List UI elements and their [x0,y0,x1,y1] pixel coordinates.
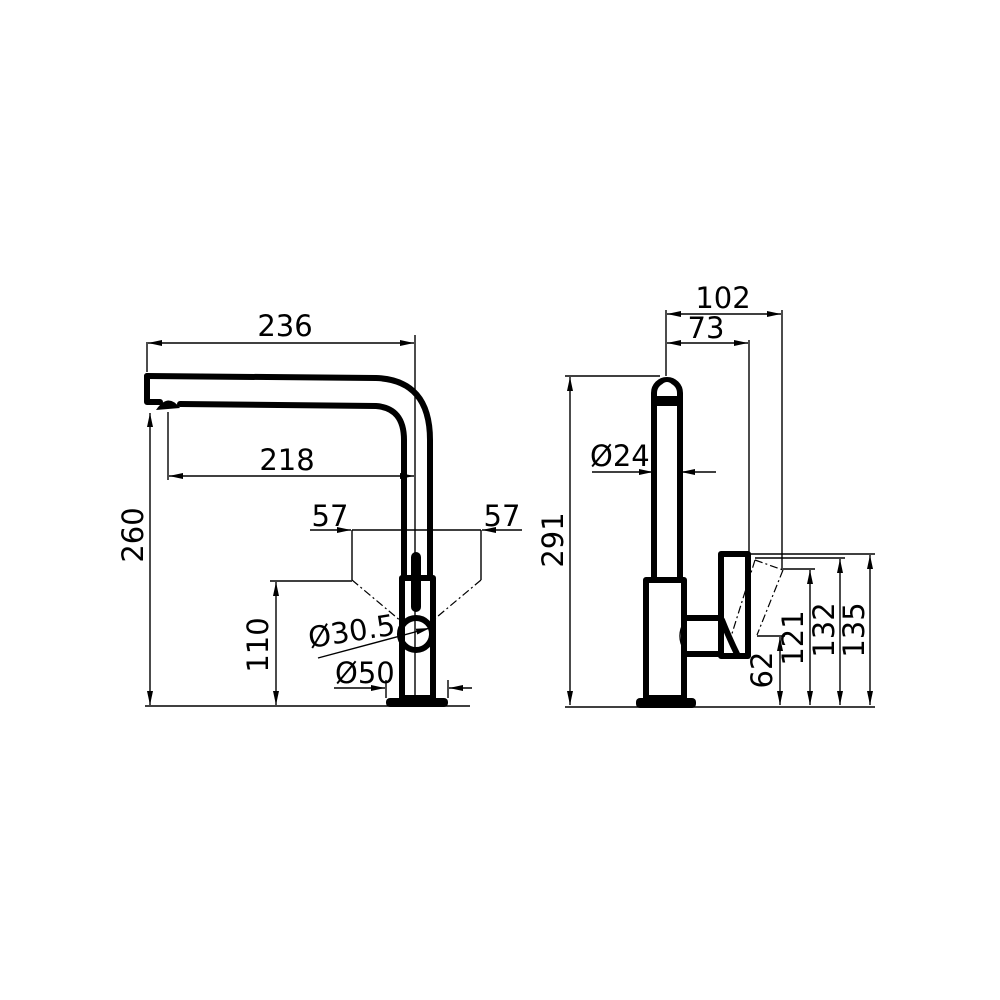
dim-121: 121 [776,610,810,665]
dim-132: 132 [807,602,841,657]
lever [411,552,421,612]
dim-57-left: 57 [312,499,349,533]
dim-110: 110 [241,617,275,672]
spout-tip [144,373,163,405]
side-base [636,698,696,708]
lever-swing-left [351,579,403,623]
dim-73: 73 [688,311,725,345]
dim-spout-diameter: Ø24 [590,439,650,473]
dim-62: 62 [745,652,779,689]
dim-218: 218 [259,443,314,477]
side-body [643,577,687,701]
lever-swing-right [430,579,482,623]
dim-base-diameter: Ø50 [335,656,395,690]
base-plate [386,698,448,707]
side-handle [718,551,751,659]
spout-tube [651,377,683,583]
front-view: 236 218 260 110 57 57 Ø30.5 Ø50 [116,309,522,707]
dim-291: 291 [536,512,570,567]
dim-135: 135 [837,602,871,657]
side-view: 102 73 Ø24 291 62 121 132 135 [536,281,875,708]
dim-102: 102 [695,281,750,315]
aerator [156,400,180,410]
dim-lever-diameter: Ø30.5 [306,608,398,655]
dim-260: 260 [116,507,150,562]
dim-57-right: 57 [484,499,521,533]
spout-inner-outline [177,401,407,578]
connector [681,615,723,657]
dim-236: 236 [257,309,312,343]
lever-hub [397,615,435,653]
spout-outer-outline [144,373,433,578]
